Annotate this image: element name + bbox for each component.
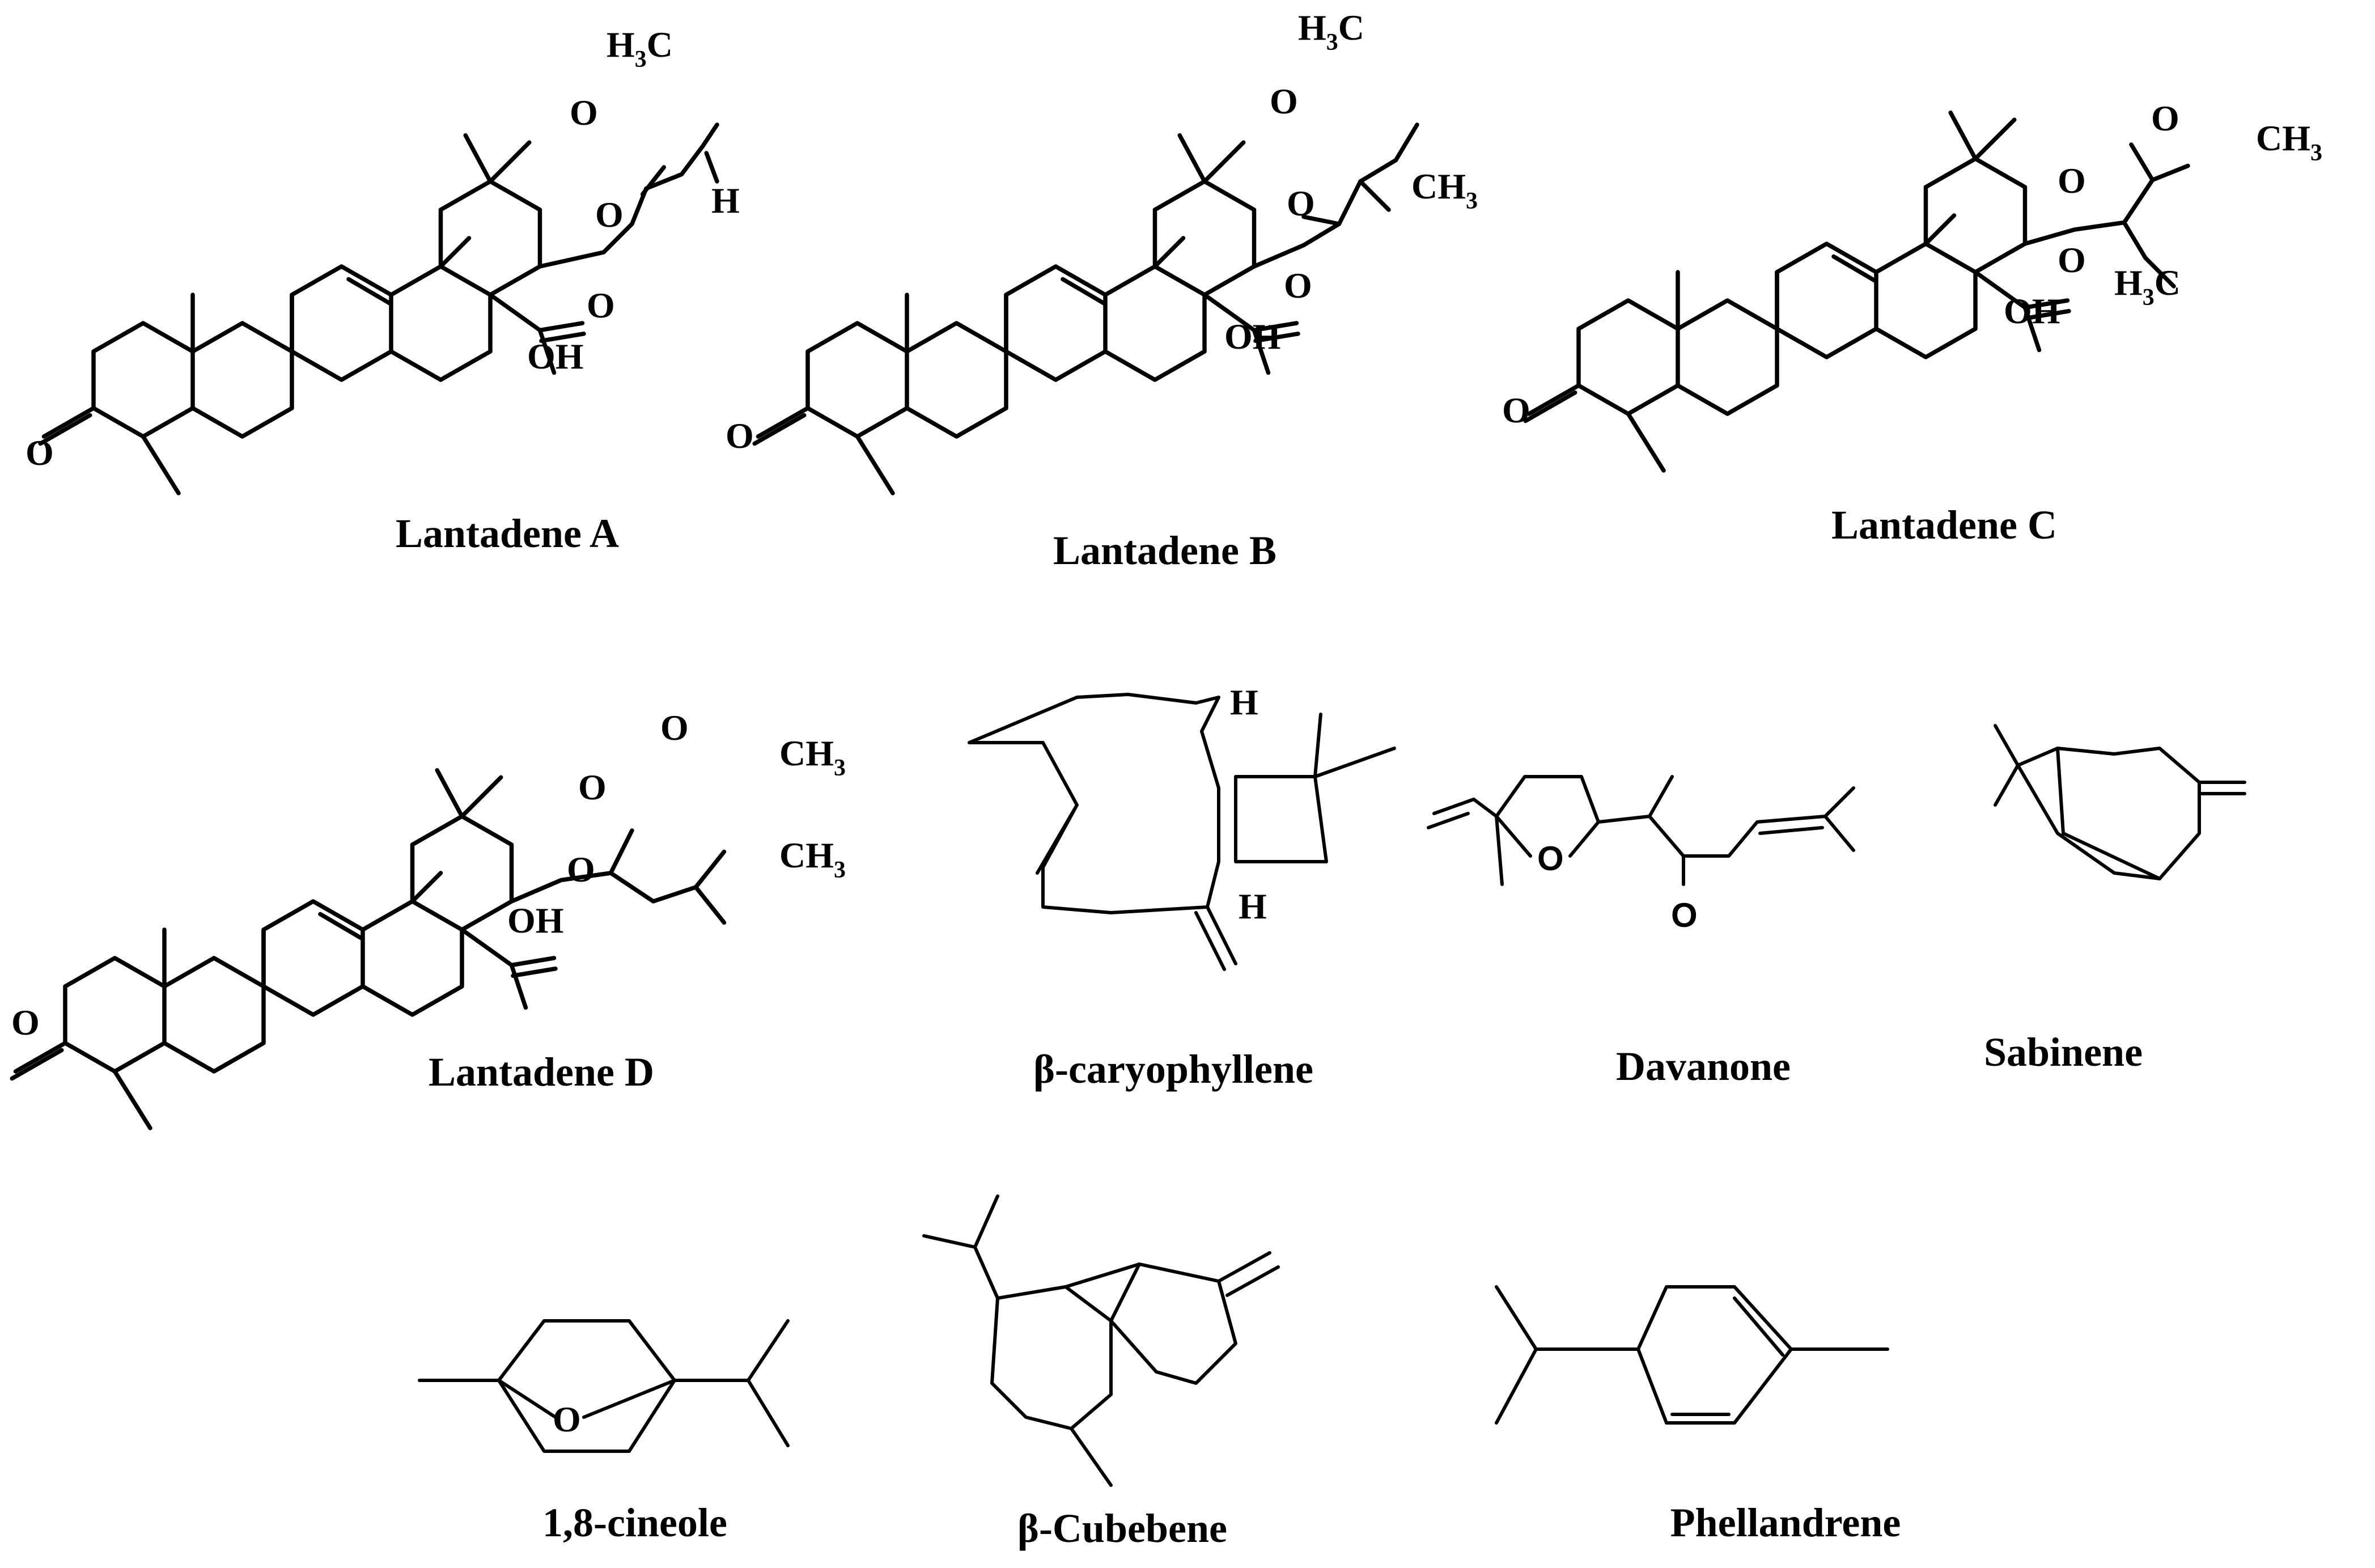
phellandrene-structure — [1495, 1285, 1889, 1425]
lantadene-b-ester-o-label: O — [1270, 81, 1298, 121]
davanone-ketone-o-label: O — [1671, 896, 1698, 934]
lantadene-c-carbonyl-top-o-label: O — [2151, 98, 2179, 138]
lantadene-a-ketone-o-label: O — [26, 433, 54, 473]
lantadene-c-ester-o-label: O — [2058, 160, 2086, 201]
lantadene-b-h3c-label: H3C — [1298, 7, 1364, 56]
caryophyllene-h-top-label: H — [1230, 682, 1258, 722]
compound-label-phellandrene: Phellandrene — [1670, 1500, 1901, 1545]
davanone-ring-o-label: O — [1537, 840, 1564, 878]
lantadene-c-oh-label: OH — [2004, 291, 2060, 331]
lantadene-b-ring-o-label: O — [1287, 183, 1315, 223]
lantadene-a-ring-o-label: O — [595, 194, 624, 235]
lantadene-c-ch3-label: CH3 — [2256, 118, 2322, 166]
lantadene-b-oh-label: OH — [1224, 316, 1281, 357]
lantadene-d-ester-o-label: O — [578, 767, 607, 807]
lantadene-d-carbonyl-o-label: O — [567, 849, 595, 889]
compound-label-lantadene-d: Lantadene D — [429, 1049, 654, 1095]
lantadene-a-structure — [40, 122, 719, 493]
lantadene-b-carbonyl-o-label: O — [1284, 265, 1312, 306]
lantadene-a-oh-label: OH — [527, 336, 584, 376]
1-8-cineole-structure — [418, 1319, 790, 1453]
lantadene-a-h3c-label: H3C — [607, 24, 673, 73]
lantadene-b-ch3-label: CH3 — [1411, 166, 1478, 214]
compound-label-davanone: Davanone — [1616, 1044, 1791, 1089]
davanone-structure — [1427, 775, 1855, 886]
lantadene-c-h3c-label: H3C — [2114, 262, 2181, 311]
lantadene-a-ester-o-label: O — [570, 92, 598, 133]
sabinene-structure — [1994, 724, 2246, 880]
compound-label-lantadene-a: Lantadene A — [396, 511, 619, 556]
beta-cubebene-structure — [922, 1194, 1280, 1487]
lantadene-d-ch3-bottom-label: CH3 — [779, 835, 846, 883]
lantadene-a-h-label: H — [711, 180, 740, 221]
lantadene-a-carbonyl-o-label: O — [587, 285, 615, 325]
lantadene-b-structure — [754, 122, 1419, 493]
compound-label-1-8-cineole: 1,8-cineole — [542, 1500, 727, 1545]
beta-caryophyllene-structure — [968, 693, 1396, 971]
lantadene-b-ketone-o-label: O — [726, 416, 754, 456]
lantadene-d-ketone-o-label: O — [11, 1002, 40, 1042]
compound-label-lantadene-b: Lantadene B — [1053, 528, 1276, 573]
cineole-o-label: O — [553, 1399, 581, 1439]
caryophyllene-h-bottom-label: H — [1239, 886, 1267, 926]
compound-label-sabinene: Sabinene — [1984, 1029, 2143, 1075]
lantadene-d-ch3-top-label: CH3 — [779, 733, 846, 781]
lantadene-d-oh-label: OH — [507, 900, 564, 940]
lantadene-d-structure — [12, 770, 727, 1128]
compound-label-lantadene-c: Lantadene C — [1831, 502, 2057, 548]
lantadene-c-carbonyl-o-label: O — [2058, 240, 2086, 280]
lantadene-c-structure — [1525, 113, 2190, 471]
compound-label-beta-cubebene: β-Cubebene — [1017, 1506, 1227, 1551]
lantadene-d-carbonyl-top-o-label: O — [660, 707, 689, 748]
lantadene-c-ketone-o-label: O — [1502, 390, 1530, 430]
compound-label-beta-caryophyllene: β-caryophyllene — [1033, 1046, 1313, 1092]
